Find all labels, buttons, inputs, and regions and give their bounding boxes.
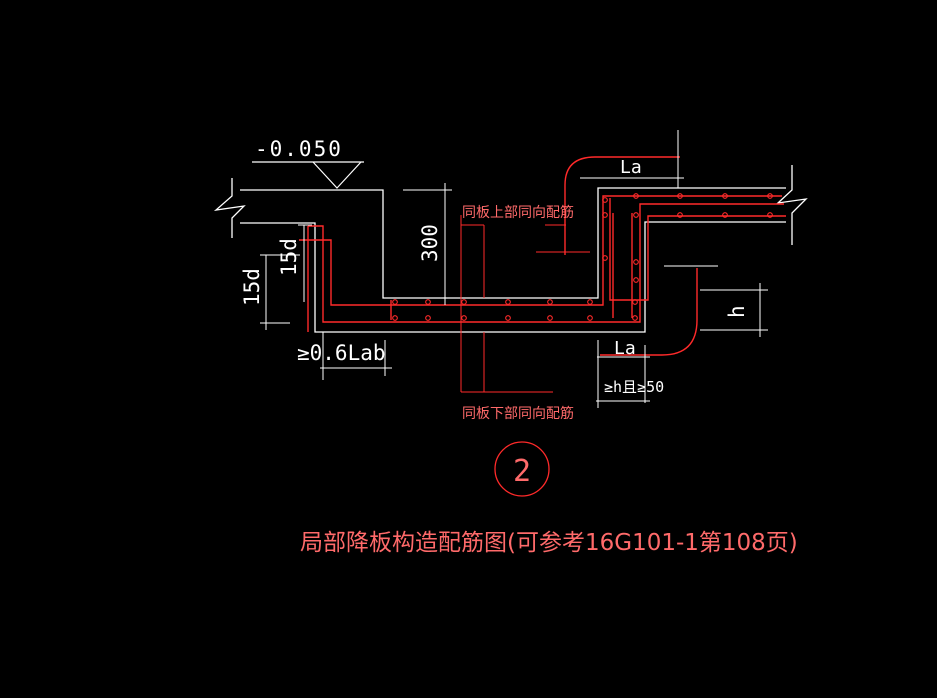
dimension-texts: -0.050 300 15d 15d ≥0.6Lab La La h ≥h且≥5… (240, 137, 749, 396)
dim-lab-label: ≥0.6Lab (297, 341, 386, 365)
elevation-label: -0.050 (255, 137, 343, 161)
break-line-left (213, 178, 246, 238)
elevation-mark (252, 161, 364, 189)
rebar-lower-bottom (308, 203, 784, 323)
note-bottom: 同板下部同向配筋 (462, 405, 574, 422)
break-line-right (776, 165, 808, 245)
dim-h-and-50-label: ≥h且≥50 (604, 378, 664, 396)
note-texts: 同板上部同向配筋 同板下部同向配筋 (462, 204, 574, 422)
slab-bottom-edge (240, 221, 786, 333)
slab-outline (213, 165, 808, 333)
dim-300-label: 300 (418, 224, 442, 262)
rebar-lower-top (299, 195, 782, 306)
note-leaders (460, 215, 590, 393)
detail-number: 2 (513, 454, 531, 489)
dim-h-label: h (725, 305, 749, 318)
rebar-la-bottom (600, 268, 698, 356)
rebar-group (299, 156, 786, 356)
rebar-dots (392, 193, 773, 321)
slab-top-edge (240, 187, 786, 299)
dim-la-bottom-label: La (614, 338, 636, 359)
detail-number-mark: 2 (494, 441, 550, 497)
drawing-caption: 局部降板构造配筋图(可参考16G101-1第108页) (300, 530, 798, 556)
rebar-upper-bottom (609, 198, 786, 301)
note-top: 同板上部同向配筋 (462, 204, 574, 221)
dim-15d-outer-label: 15d (240, 268, 264, 306)
dim-la-top-label: La (620, 157, 642, 178)
rebar-la-top (564, 156, 680, 255)
dimension-lines (260, 130, 768, 408)
dim-15d-inner-label: 15d (277, 238, 301, 276)
